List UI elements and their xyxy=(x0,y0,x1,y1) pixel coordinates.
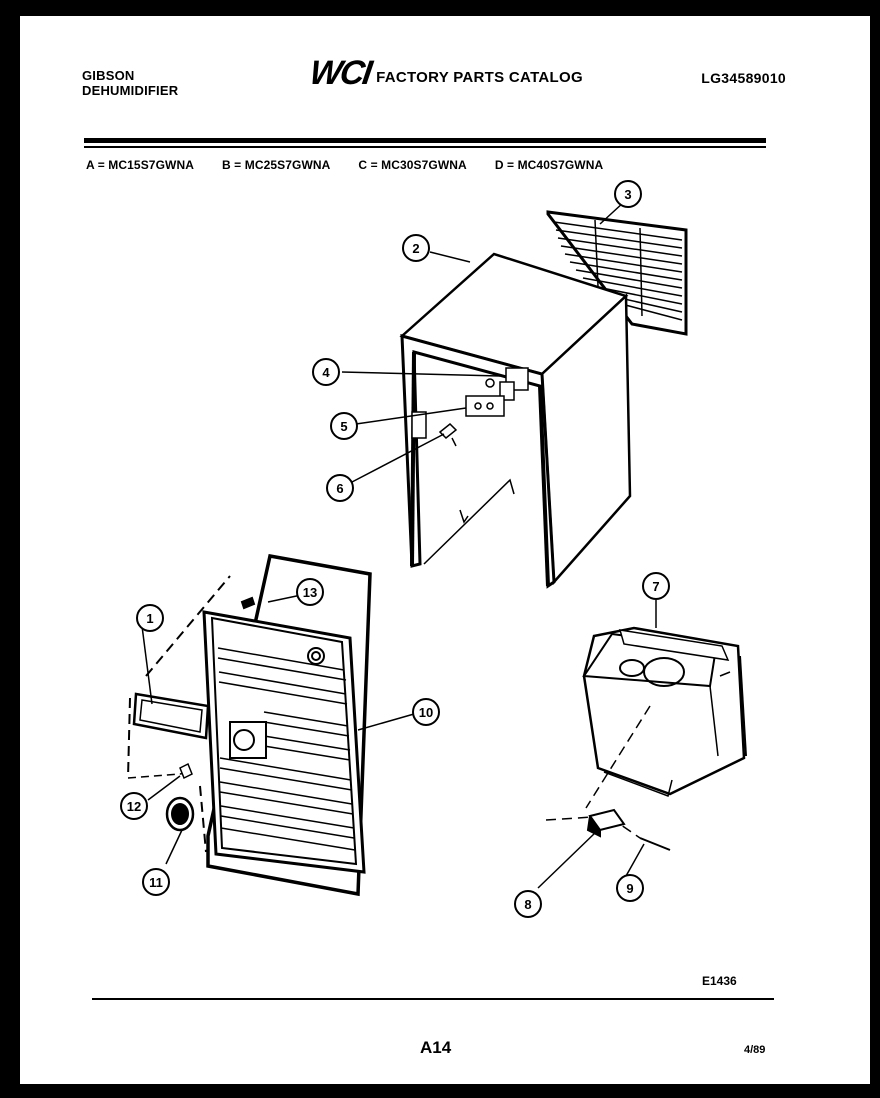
model-list: A = MC15S7GWNA B = MC25S7GWNA C = MC30S7… xyxy=(86,158,603,172)
callout-5: 5 xyxy=(340,419,347,434)
callout-7: 7 xyxy=(652,579,659,594)
brand-name: GIBSON xyxy=(82,68,135,83)
callout-4: 4 xyxy=(322,365,330,380)
callout-2-circle xyxy=(402,234,430,262)
leader-lines xyxy=(141,201,657,889)
cabinet xyxy=(399,252,632,589)
callout-10-circle xyxy=(412,698,440,726)
switch-assembly xyxy=(411,367,529,447)
callout-13-circle xyxy=(296,578,324,606)
callout-8-circle xyxy=(514,890,542,918)
callout-3: 3 xyxy=(624,187,631,202)
callout-10: 10 xyxy=(419,705,433,720)
callout-9-circle xyxy=(616,874,644,902)
catalog-title: FACTORY PARTS CATALOG xyxy=(376,69,583,86)
footer-rule xyxy=(92,998,774,1000)
callout-11-circle xyxy=(142,868,170,896)
knob-parts xyxy=(127,762,207,853)
float-assembly xyxy=(545,808,671,851)
header-rule-thin xyxy=(84,146,766,148)
catalog-code: LG34589010 xyxy=(701,70,786,86)
callout-5-circle xyxy=(330,412,358,440)
catalog-title-block: WCI FACTORY PARTS CATALOG xyxy=(307,54,583,93)
callout-7-circle xyxy=(642,572,670,600)
front-panel xyxy=(202,553,372,897)
water-bucket xyxy=(582,626,747,809)
callout-8: 8 xyxy=(524,897,531,912)
model-a: A = MC15S7GWNA xyxy=(86,158,194,172)
callout-6: 6 xyxy=(336,481,343,496)
callout-3-circle xyxy=(614,180,642,208)
parts-sheet: GIBSON DEHUMIDIFIER WCI FACTORY PARTS CA… xyxy=(20,16,870,1084)
figure-reference: E1436 xyxy=(702,974,737,988)
header-rule-thick xyxy=(84,138,766,143)
model-c: C = MC30S7GWNA xyxy=(358,158,467,172)
callout-1: 1 xyxy=(146,611,153,626)
callout-13: 13 xyxy=(303,585,317,600)
brand-block: GIBSON DEHUMIDIFIER xyxy=(82,68,178,98)
exploded-parts-diagram: 3 2 4 5 6 1 13 10 12 11 7 8 9 xyxy=(120,180,747,918)
callout-2: 2 xyxy=(412,241,419,256)
callout-12: 12 xyxy=(127,799,141,814)
callout-11: 11 xyxy=(149,875,163,890)
callout-1-circle xyxy=(136,604,164,632)
control-label xyxy=(127,575,231,779)
product-type: DEHUMIDIFIER xyxy=(82,83,179,98)
callout-circles xyxy=(120,180,670,918)
callout-6-circle xyxy=(326,474,354,502)
model-b: B = MC25S7GWNA xyxy=(221,158,331,172)
print-date: 4/89 xyxy=(744,1044,766,1056)
model-d: D = MC40S7GWNA xyxy=(494,158,604,172)
page-number: A14 xyxy=(420,1038,452,1057)
callout-4-circle xyxy=(312,358,340,386)
callout-12-circle xyxy=(120,792,148,820)
callout-9: 9 xyxy=(626,881,633,896)
